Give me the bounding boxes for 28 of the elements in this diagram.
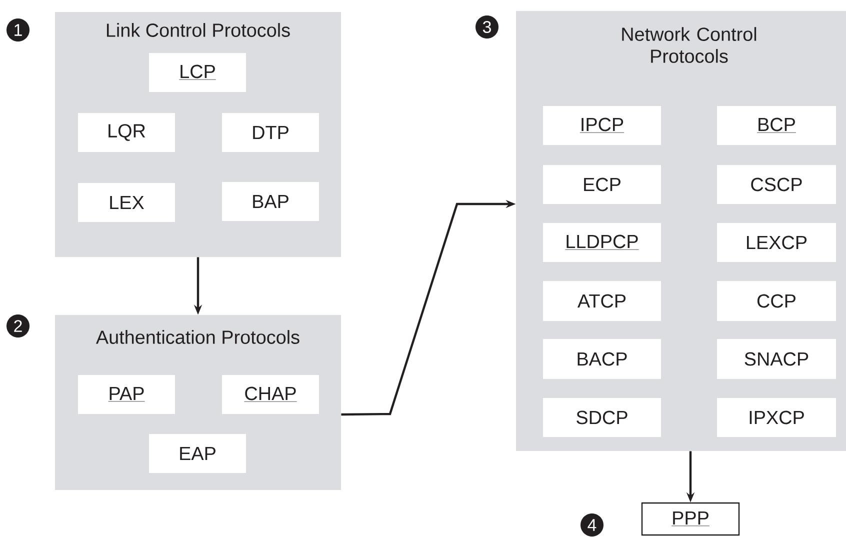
protocol-box: EAP [149,434,246,473]
protocol-box: SDCP [543,398,661,437]
callout-number: 1 [6,18,30,42]
group-heading: Network Control Protocols [622,27,756,63]
protocol-box: LCP [149,53,246,92]
protocol-box: ECP [543,165,661,204]
protocol-box: BACP [543,339,661,379]
protocol-box: DTP [222,113,319,152]
protocol-box: LEX [78,183,175,222]
group-heading: Authentication Protocols [96,330,300,344]
protocol-box: SNACP [717,339,836,379]
protocol-box: PPP [641,502,740,536]
protocol-box: CHAP [222,375,319,414]
protocol-box: IPCP [543,106,661,145]
protocol-box: CCP [717,281,836,321]
callout-number: 2 [6,314,30,338]
protocol-box: ATCP [543,281,661,321]
protocol-box: BCP [717,106,836,145]
callout-number: 4 [580,514,604,536]
protocol-box: LQR [78,113,175,152]
protocol-box: CSCP [717,165,836,204]
protocol-box: LLDPCP [543,223,661,262]
protocol-box: IPXCP [717,398,836,437]
protocol-box: BAP [222,182,319,221]
protocol-box: PAP [78,375,175,414]
group-heading: Link Control Protocols [106,23,290,37]
protocol-box: LEXCP [717,223,836,262]
callout-number: 3 [476,16,498,38]
